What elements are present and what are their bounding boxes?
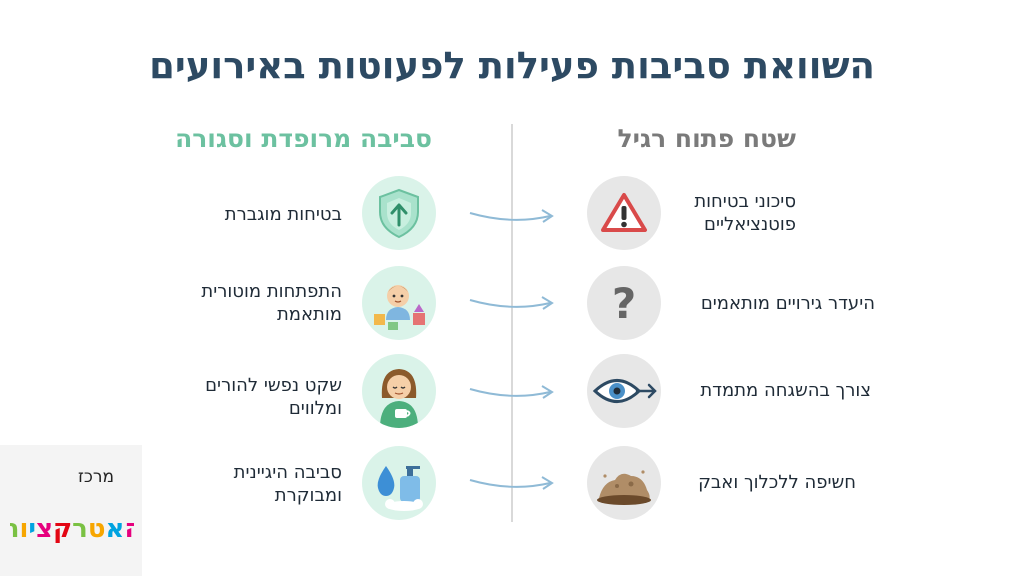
arrow-row-1 <box>469 209 554 223</box>
svg-text:האטרקציות: האטרקציות <box>10 514 134 544</box>
relaxed-parent-icon <box>362 354 436 428</box>
logo-letter: צ <box>36 514 53 544</box>
logo-wordmark: האטרקציות <box>10 514 134 544</box>
page-title: השוואת סביבות פעילות לפעוטות באירועים <box>149 44 875 87</box>
hygiene-soap-icon <box>362 446 436 520</box>
benefit-label-3: שקט נפשי להורים ומלווים <box>205 375 342 419</box>
logo-top-text: מרכז <box>77 467 114 487</box>
logo-letter: ו <box>19 514 28 544</box>
benefit-label-2: התפתחות מוטורית מותאמת <box>201 281 342 325</box>
eye-icon <box>587 354 661 428</box>
logo-letter: א <box>106 514 125 544</box>
svg-text:?: ? <box>612 279 636 328</box>
logo-letter: ק <box>53 514 72 544</box>
baby-blocks-icon <box>362 266 436 340</box>
brand-logo: מרכז האטרקציות <box>0 445 142 576</box>
warning-triangle-icon <box>587 176 661 250</box>
logo-letter: ר <box>72 514 88 544</box>
risk-label-3: צורך בהשגחה מתמדת <box>700 380 871 401</box>
logo-letter: י <box>28 514 36 544</box>
column-header-enclosed: סביבה מרופדת וסגורה <box>175 124 432 153</box>
column-header-open: שטח פתוח רגיל <box>617 124 796 153</box>
arrow-row-2 <box>469 296 554 310</box>
logo-letter: ה <box>124 514 134 544</box>
dirt-pile-icon <box>587 446 661 520</box>
column-divider <box>511 124 513 522</box>
risk-label-2: היעדר גירויים מותאמים <box>700 293 875 314</box>
benefit-label-4: סביבה היגיינית ומבוקרת <box>233 462 342 506</box>
benefit-label-1: בטיחות מוגברת <box>224 204 342 225</box>
logo-letter: ת <box>10 514 19 544</box>
shield-arrow-icon <box>362 176 436 250</box>
logo-letter: ט <box>88 514 106 544</box>
risk-label-4: חשיפה ללכלוך ואבק <box>698 472 856 493</box>
arrow-row-4 <box>469 476 554 490</box>
question-mark-icon: ? <box>587 266 661 340</box>
arrow-row-3 <box>469 385 554 399</box>
risk-label-1: סיכוני בטיחות פוטנציאליים <box>694 191 796 235</box>
